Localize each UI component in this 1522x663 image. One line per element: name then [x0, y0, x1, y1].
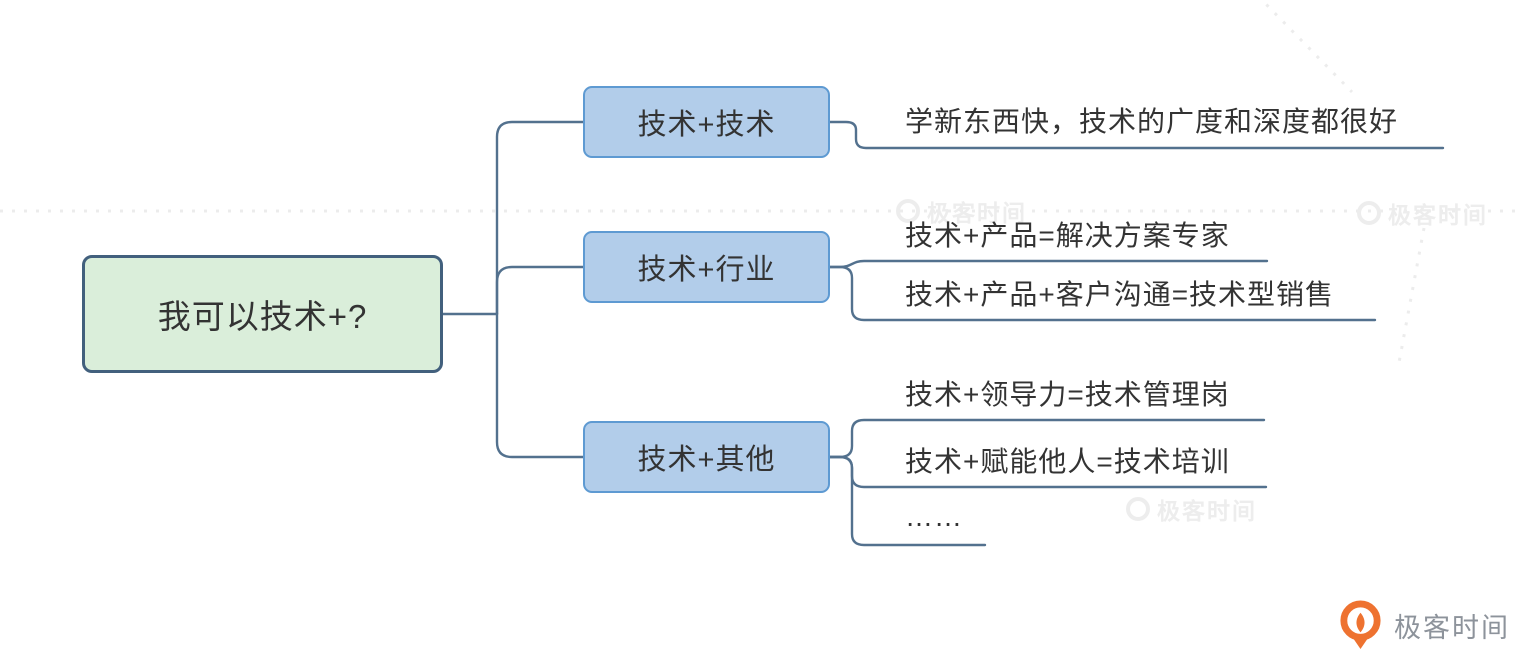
connector-leaf-b2c1: [828, 259, 1269, 269]
brand-logo: 极客时间: [1337, 600, 1510, 650]
watermark: 极客时间: [1126, 492, 1257, 526]
watermark-logo-icon: [896, 199, 920, 223]
leaf-node[interactable]: 技术+产品+客户沟通=技术型销售: [905, 279, 1335, 310]
watermark-text: 极客时间: [1157, 498, 1257, 524]
leaf-node[interactable]: 技术+赋能他人=技术培训: [905, 446, 1230, 477]
connector-leaf-b2c2: [828, 265, 1377, 322]
watermark-text: 极客时间: [927, 200, 1027, 226]
brand-logo-text: 极客时间: [1394, 612, 1510, 643]
watermark-logo-icon: [1126, 497, 1150, 521]
branch-node-tech-tech[interactable]: 技术+技术: [583, 86, 830, 158]
geektime-logo-icon: [1340, 600, 1381, 649]
branch-node-tech-industry[interactable]: 技术+行业: [583, 231, 830, 303]
watermark-logo-icon: [1357, 201, 1381, 225]
leaf-node[interactable]: ……: [905, 501, 963, 532]
connector-leaf-b1c1: [828, 120, 1445, 150]
connector-branch-2: [495, 265, 585, 316]
watermark: 极客时间: [1357, 196, 1488, 230]
watermark-text: 极客时间: [1388, 202, 1488, 228]
connector-leaf-b3c3: [828, 455, 987, 547]
leaf-node[interactable]: 技术+领导力=技术管理岗: [905, 379, 1230, 410]
branch-node-tech-other[interactable]: 技术+其他: [583, 421, 830, 493]
connector-branch-1: [495, 120, 585, 316]
watermark-dotted-lines: [0, 0, 1522, 369]
connector-branch-3: [495, 312, 585, 459]
leaf-node[interactable]: 学新东西快，技术的广度和深度都很好: [905, 106, 1399, 137]
leaf-node[interactable]: 技术+产品=解决方案专家: [905, 220, 1230, 251]
root-node[interactable]: 我可以技术+?: [82, 255, 443, 373]
tree-connectors: [441, 120, 1445, 547]
watermark: 极客时间: [896, 194, 1027, 228]
